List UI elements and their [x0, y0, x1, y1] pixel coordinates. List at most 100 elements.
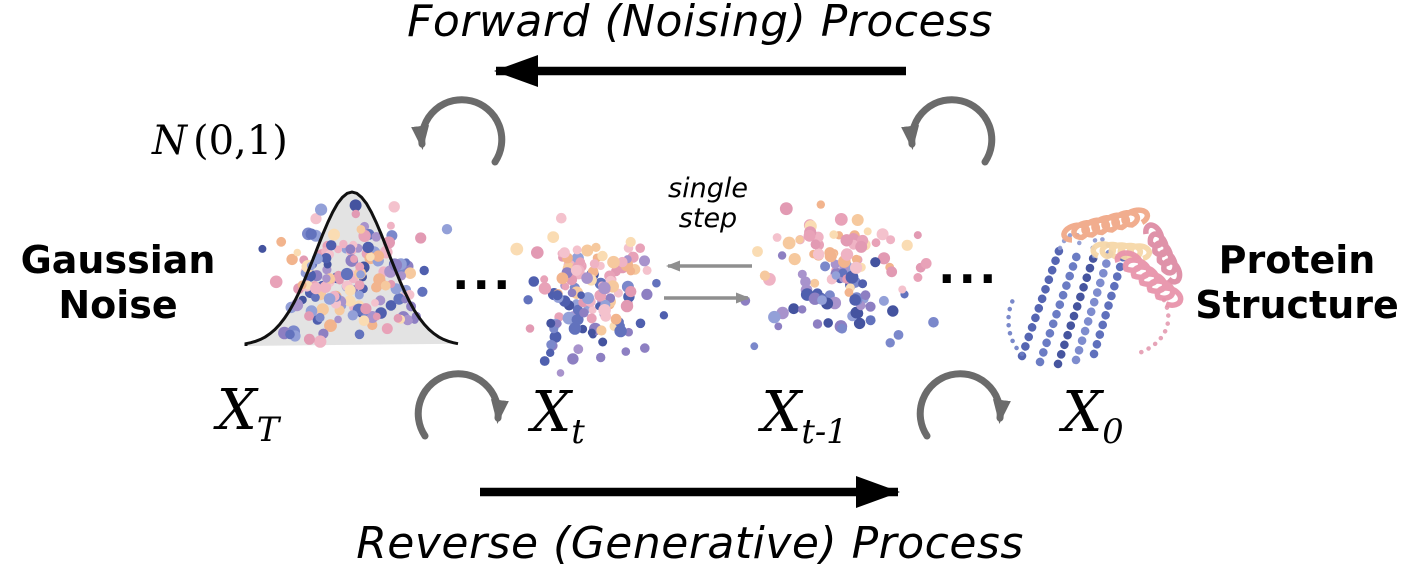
noise-dot: [851, 254, 861, 264]
noise-dot: [528, 276, 540, 287]
noise-dot: [598, 337, 608, 347]
noise-dot: [322, 274, 331, 283]
loop-arrow-top-right: [901, 96, 996, 166]
noise-dot: [356, 225, 366, 234]
loop-arrow-top-left: [411, 96, 506, 166]
noise-dot: [568, 322, 582, 335]
noise-dot: [840, 248, 854, 261]
noise-dot: [812, 248, 825, 260]
noise-dot: [303, 333, 315, 345]
noise-dot: [878, 295, 889, 306]
protein-structure-line1: Protein: [1218, 238, 1376, 282]
noise-dot: [372, 312, 381, 321]
state-label-xt-1: Xt-1: [722, 380, 887, 451]
noise-dot: [351, 209, 360, 219]
noise-dot: [340, 267, 354, 281]
noise-dot: [556, 212, 567, 224]
noise-dot: [588, 305, 597, 314]
noise-dot: [350, 255, 358, 263]
noise-dot: [774, 322, 783, 331]
noise-dot: [845, 270, 859, 284]
noise-dot: [539, 356, 550, 366]
noise-dot: [334, 315, 342, 324]
loop-segment: [1057, 231, 1082, 253]
noise-dot: [344, 284, 356, 296]
noise-dot: [635, 243, 645, 253]
noise-dot: [388, 201, 400, 213]
noise-dot: [591, 242, 601, 252]
protein-structure-line2: Structure: [1195, 282, 1399, 327]
noise-dot: [865, 315, 876, 326]
noise-dot: [510, 242, 524, 256]
noise-dot: [404, 267, 417, 280]
noise-dot: [441, 224, 453, 235]
gaussian-curve: [244, 190, 459, 346]
noise-dot: [610, 313, 622, 325]
noise-dot: [831, 271, 841, 280]
noise-dot: [419, 265, 429, 276]
ellipsis-right: ...: [938, 240, 1000, 294]
noise-dot: [887, 305, 899, 317]
noise-dot: [877, 252, 891, 265]
noise-dot: [538, 282, 552, 295]
script-n-symbol: N: [152, 118, 187, 164]
noise-dot: [886, 266, 898, 278]
noise-dot: [356, 270, 365, 279]
noise-dot: [335, 276, 344, 285]
noise-dot: [834, 213, 848, 226]
noise-dot: [393, 313, 403, 323]
noise-dot: [812, 319, 823, 329]
noise-dot: [571, 314, 582, 325]
alpha-helix: [1114, 250, 1184, 308]
noise-dot: [865, 301, 876, 312]
noise-dot: [286, 253, 298, 266]
noise-dot: [315, 203, 328, 216]
noise-dot: [549, 331, 562, 343]
noise-dot: [913, 231, 922, 240]
noise-dot: [358, 315, 370, 327]
noise-dot: [626, 266, 636, 276]
noise-dot: [305, 228, 317, 240]
noise-dot: [573, 344, 584, 355]
noise-dot: [276, 236, 287, 247]
noise-dot: [323, 293, 336, 305]
state-label-xt: Xt: [498, 380, 618, 451]
noise-dot: [326, 240, 337, 251]
state-label-xT: XT: [178, 378, 318, 449]
noise-dot: [385, 300, 397, 311]
single-step-label: single step: [648, 173, 768, 234]
noise-dot: [415, 232, 427, 244]
state-x0-sub: 0: [1102, 412, 1124, 452]
noise-dot: [607, 255, 620, 269]
noise-dot: [849, 294, 861, 306]
noise-dot: [860, 290, 871, 301]
noise-dot: [797, 269, 807, 279]
noise-dot: [316, 303, 329, 316]
noise-dot: [556, 369, 565, 377]
noise-dot: [772, 233, 782, 242]
noise-dot: [596, 325, 607, 336]
gaussian-noise-label: Gaussian Noise: [2, 238, 234, 328]
loop-segment: [1006, 295, 1025, 357]
ellipsis-left: ...: [452, 246, 514, 300]
noise-dot: [913, 273, 923, 282]
noise-dot: [371, 299, 379, 307]
noise-dot: [547, 231, 560, 244]
loop-arrow-bottom-right: [916, 370, 1011, 440]
noise-dot: [523, 295, 533, 305]
state-label-x0: X0: [1028, 380, 1158, 451]
noise-dot: [311, 282, 321, 292]
noise-dot: [798, 305, 807, 314]
noise-dot: [285, 329, 295, 340]
forward-process-title: Forward (Noising) Process: [407, 0, 993, 47]
alpha-helix: [1061, 207, 1151, 243]
noise-dot: [621, 347, 631, 356]
noise-dot: [386, 221, 395, 230]
noise-dot: [876, 228, 889, 241]
noise-dot: [293, 248, 302, 257]
noise-dot: [886, 235, 896, 245]
noise-dot: [579, 308, 589, 318]
distribution-args: (0,1): [193, 118, 288, 164]
noise-dot: [625, 236, 636, 248]
